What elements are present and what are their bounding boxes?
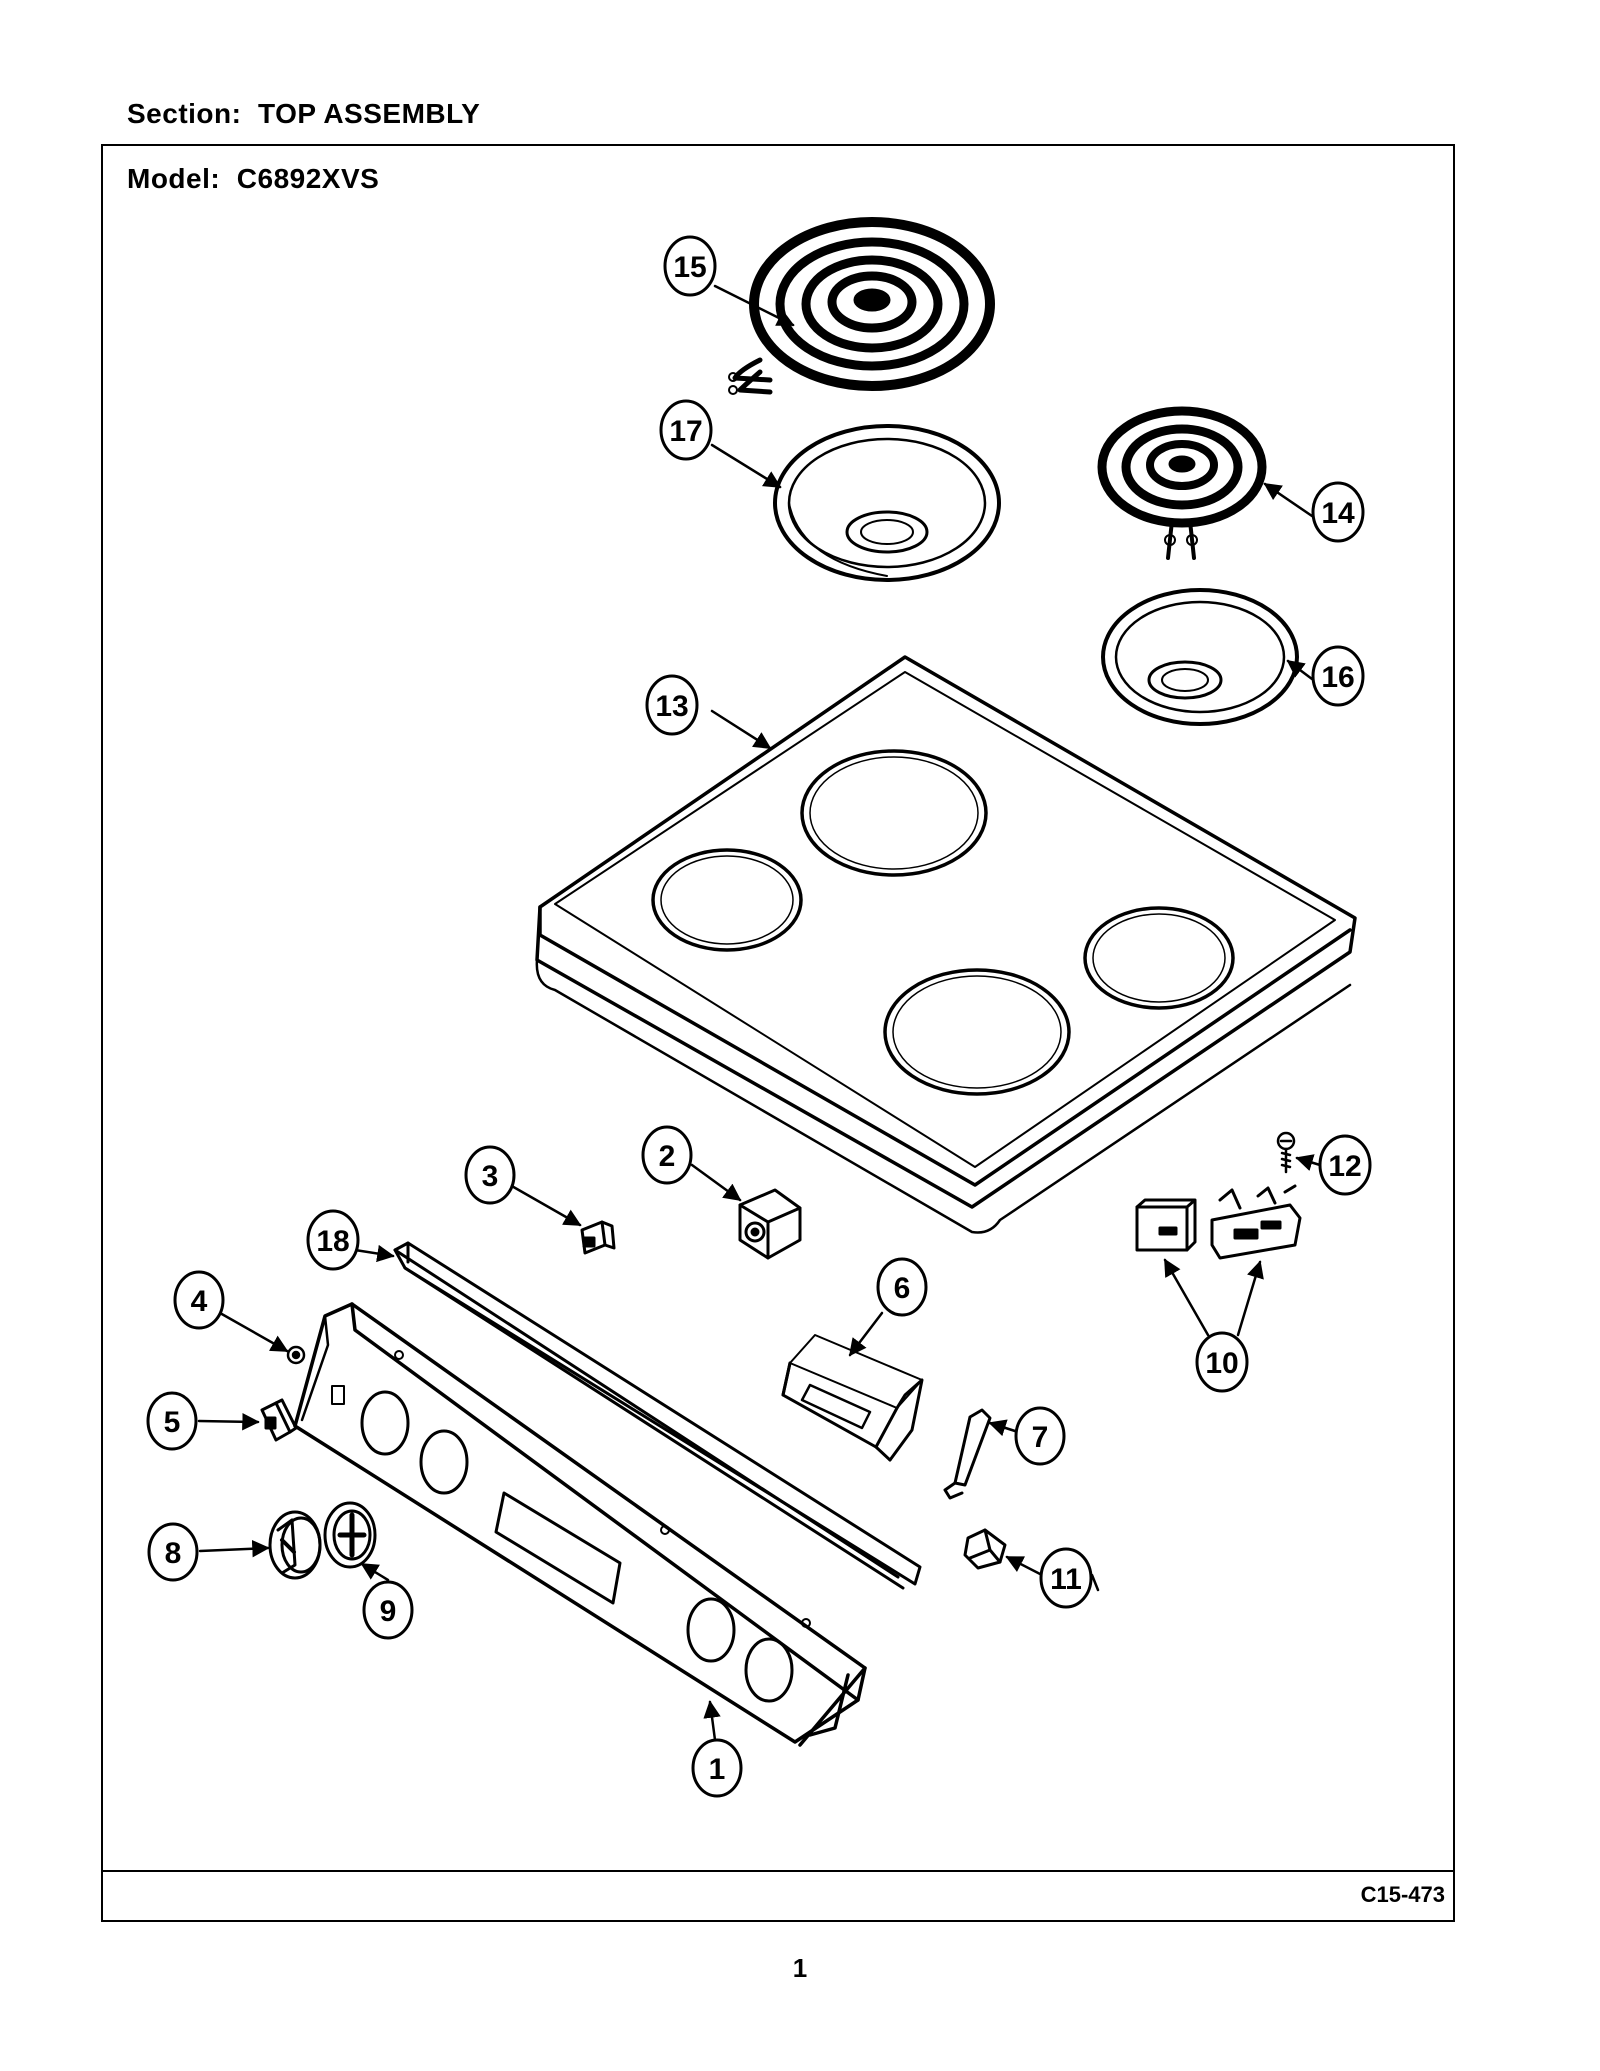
callout-6: 6 [876, 1257, 928, 1317]
callout-12-label: 12 [1328, 1150, 1361, 1183]
callouts: 15 17 14 16 13 12 3 2 [146, 235, 1372, 1798]
callout-17: 17 [659, 399, 713, 461]
callout-6-label: 6 [894, 1272, 911, 1305]
knob-bezel [323, 1501, 377, 1569]
section-label: Section: [127, 98, 242, 129]
electronic-control-board [781, 1334, 924, 1462]
callout-5-label: 5 [164, 1406, 181, 1439]
terminal-connector [963, 1528, 1007, 1570]
callout-18: 18 [306, 1209, 360, 1271]
rotary-switch [738, 1188, 802, 1260]
callout-3: 3 [464, 1145, 516, 1205]
callout-1-label: 1 [709, 1753, 726, 1786]
small-drip-bowl [1101, 588, 1299, 726]
section-title: Section: TOP ASSEMBLY [127, 98, 480, 130]
model-label: Model: [127, 163, 221, 194]
callout-7-label: 7 [1032, 1421, 1049, 1454]
callout-2-label: 2 [659, 1140, 676, 1173]
model-value: C6892XVS [236, 163, 380, 194]
rocker-switch [260, 1398, 298, 1442]
callout-10-label: 10 [1205, 1347, 1238, 1380]
diagram-code: C15-473 [1360, 1882, 1445, 1907]
large-coil-element [728, 217, 995, 395]
callout-10: 10 [1195, 1331, 1249, 1393]
mounting-brackets [1135, 1184, 1302, 1260]
callout-12: 12 [1318, 1134, 1372, 1196]
callout-3-label: 3 [482, 1160, 499, 1193]
callout-14-label: 14 [1321, 497, 1355, 530]
callout-4: 4 [173, 1270, 225, 1330]
control-panel [293, 1302, 867, 1747]
footer-divider [101, 1870, 1455, 1872]
small-coil-element [1097, 406, 1267, 560]
callout-9: 9 [362, 1580, 414, 1640]
callout-4-label: 4 [191, 1285, 208, 1318]
callout-17-label: 17 [669, 415, 702, 448]
callout-9-label: 9 [380, 1595, 397, 1628]
support-bracket [943, 1408, 992, 1500]
callout-7: 7 [1014, 1406, 1066, 1466]
callout-15: 15 [663, 235, 717, 297]
callout-16-label: 16 [1321, 661, 1354, 694]
trim-strip [393, 1241, 922, 1590]
large-drip-bowl [773, 424, 1001, 582]
callout-2: 2 [641, 1125, 693, 1185]
callout-8: 8 [147, 1522, 199, 1582]
callout-11-label: 11 [1050, 1563, 1082, 1596]
callout-13-label: 13 [655, 690, 688, 723]
clip [580, 1220, 616, 1255]
knob-stop [286, 1345, 306, 1365]
callout-18-label: 18 [316, 1225, 349, 1258]
callout-16: 16 [1311, 645, 1365, 707]
section-value: TOP ASSEMBLY [258, 98, 481, 129]
callout-15-label: 15 [673, 251, 706, 284]
callout-14: 14 [1311, 481, 1365, 543]
leader-lines [197, 284, 1322, 1742]
diagram-frame [101, 144, 1455, 1922]
callout-1: 1 [691, 1738, 743, 1798]
page-number: 1 [792, 1953, 808, 1983]
callout-13: 13 [645, 674, 699, 736]
callout-8-label: 8 [165, 1537, 182, 1570]
screw [1276, 1131, 1296, 1174]
cooktop-main-top [535, 655, 1357, 1234]
control-knob [268, 1510, 322, 1580]
callout-5: 5 [146, 1391, 198, 1451]
model-title: Model: C6892XVS [127, 163, 379, 195]
callout-11: 11 [1039, 1547, 1093, 1609]
